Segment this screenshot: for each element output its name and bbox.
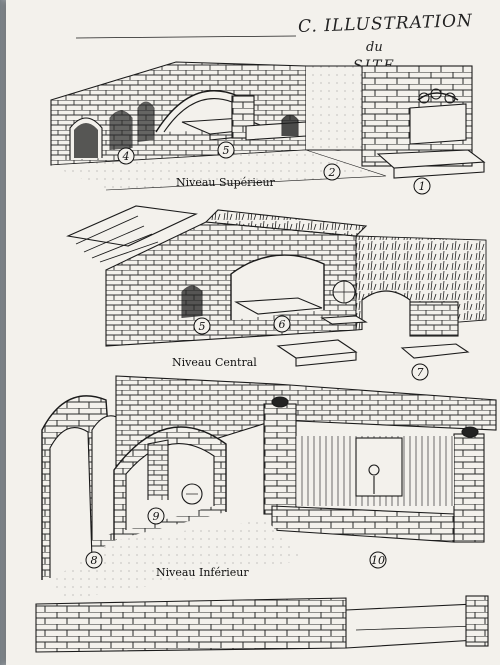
- marker-circle: [323, 163, 341, 181]
- level-label-central: Niveau Central: [172, 356, 257, 369]
- marker-number: 2: [328, 166, 336, 179]
- lower-level-drawing: [41, 375, 497, 600]
- central-level-drawing: [66, 205, 487, 367]
- marker-number: 4: [122, 150, 130, 163]
- document-page: C. ILLUSTRATION du SITE: [6, 0, 500, 665]
- site-illustration: 4 5 2 1 5 6 7 8 9 10: [35, 35, 497, 653]
- marker-circle: [117, 147, 135, 165]
- marker-number: 1: [419, 180, 426, 193]
- level-label-lower: Niveau Inférieur: [156, 566, 249, 579]
- marker-number: 7: [417, 366, 424, 379]
- marker-number: 8: [91, 554, 98, 567]
- marker-circle: [217, 141, 235, 159]
- marker-circle: [413, 177, 431, 195]
- marker-circle: [85, 551, 103, 569]
- marker-circle: [369, 551, 387, 569]
- marker-number: 6: [279, 318, 286, 331]
- marker-number: 9: [153, 510, 160, 523]
- level-label-upper: Niveau Supérieur: [176, 176, 275, 189]
- upper-level-drawing: [50, 35, 486, 191]
- marker-number: 5: [223, 144, 230, 157]
- marker-circle: [411, 363, 429, 381]
- marker-circle: [193, 317, 211, 335]
- marker-circle: [147, 507, 165, 525]
- bottom-wall-drawing: [35, 595, 489, 653]
- marker-circle: [273, 315, 291, 333]
- scan-edge: [0, 0, 8, 665]
- numbered-markers: 4 5 2 1 5 6 7 8 9 10: [85, 141, 431, 569]
- marker-number: 10: [371, 554, 385, 567]
- title-line-2: du: [366, 40, 383, 55]
- marker-number: 5: [199, 320, 206, 333]
